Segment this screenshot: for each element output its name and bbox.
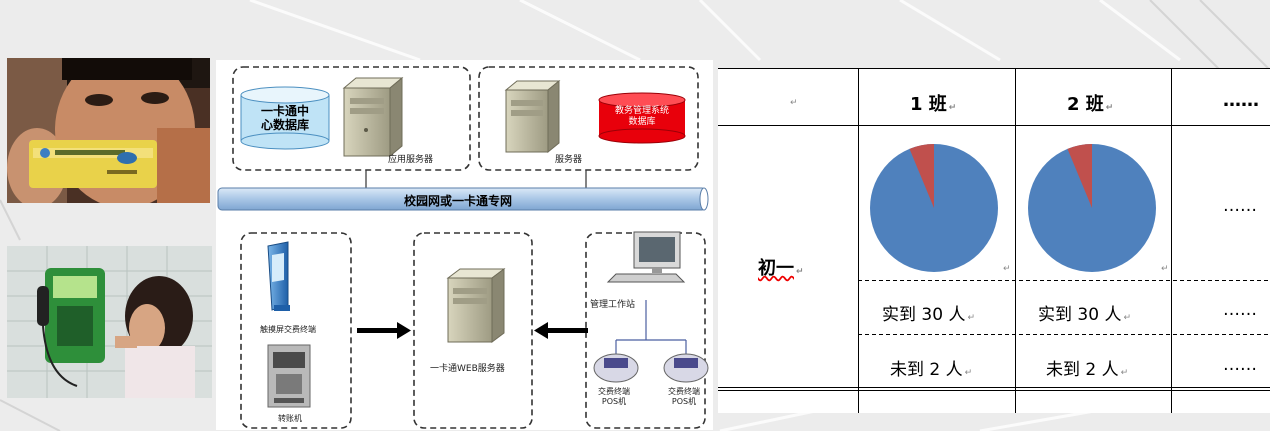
- pie-slice-absent-1: [909, 144, 934, 208]
- absent-class-1: 未到 2 人↵: [890, 360, 973, 380]
- pie2-return: ↵: [1161, 264, 1169, 274]
- touch-terminal-label: 触摸屏交费终端: [260, 325, 316, 334]
- header-empty-cell: ↵: [790, 98, 798, 108]
- table-grid: [718, 68, 1270, 413]
- pie-chart-class-2: [1028, 144, 1156, 272]
- pie-row-more: ……: [1223, 196, 1257, 216]
- web-server-label: 一卡通WEB服务器: [430, 364, 505, 374]
- pie-chart-class-1: [870, 144, 998, 272]
- row-label-grade-1: 初一↵: [758, 258, 804, 279]
- card-system-network-diagram: 一卡通中 心数据库 应用服务器 服务器 教务管理系统 数据库 校园网或一卡通专网…: [216, 60, 713, 430]
- network-bar-label: 校园网或一卡通专网: [404, 194, 513, 208]
- present-class-1: 实到 30 人↵: [882, 305, 975, 325]
- present-more: ……: [1223, 300, 1257, 320]
- header-class-2: 2 班↵: [1067, 94, 1114, 115]
- app-server-label: 应用服务器: [388, 155, 434, 165]
- header-more: ……: [1223, 90, 1259, 111]
- transfer-machine-label: 转账机: [278, 414, 302, 423]
- absent-more: ……: [1223, 355, 1257, 375]
- edu-db-label: 教务管理系统 数据库: [614, 106, 669, 127]
- card-center-db-label: 一卡通中 心数据库: [260, 104, 309, 132]
- attendance-table: ↵ 1 班↵ 2 班↵ …… 初一↵ …… ↵ ↵ 实到 30 人↵ 实到 30…: [718, 68, 1270, 413]
- pos-terminal-2-label: 交费终端 POS机: [668, 387, 700, 406]
- present-class-2: 实到 30 人↵: [1038, 305, 1131, 325]
- pie-slice-absent-2: [1067, 144, 1092, 208]
- management-station-label: 管理工作站: [590, 300, 636, 310]
- student-card-photo: [7, 58, 210, 203]
- pie1-return: ↵: [1003, 264, 1011, 274]
- header-class-1: 1 班↵: [910, 94, 957, 115]
- student-phone-photo: [7, 246, 212, 398]
- pos-terminal-1-label: 交费终端 POS机: [598, 387, 630, 406]
- server-label: 服务器: [555, 155, 583, 165]
- absent-class-2: 未到 2 人↵: [1046, 360, 1129, 380]
